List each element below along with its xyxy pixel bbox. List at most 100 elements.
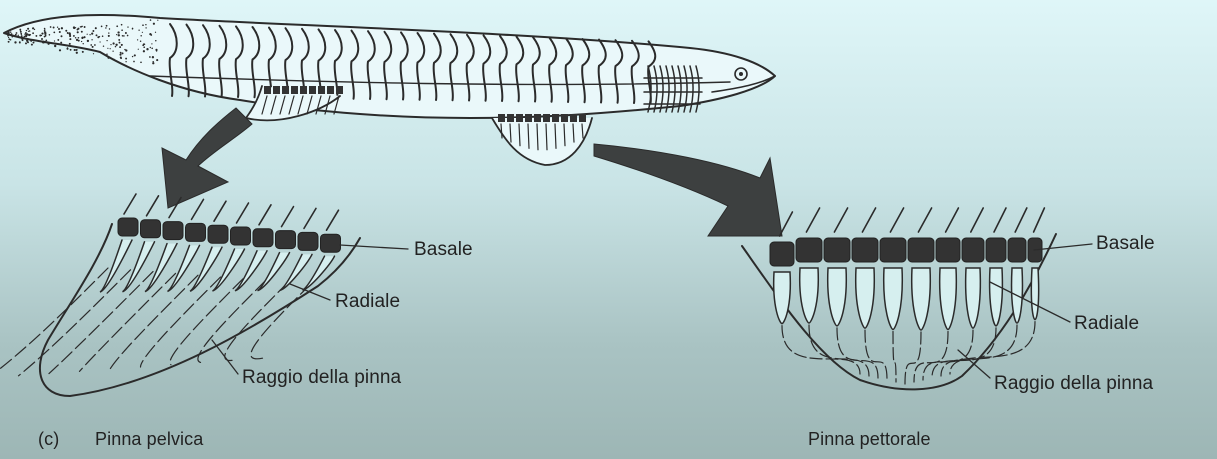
stipple-dot <box>151 43 152 44</box>
pectoral-basal-bone <box>962 238 984 262</box>
stipple-dot <box>146 48 148 50</box>
stipple-dot <box>76 49 77 50</box>
stipple-dot <box>57 27 58 28</box>
stipple-dot <box>76 52 78 54</box>
pelvic-spine-tick <box>214 201 226 221</box>
stipple-dot <box>10 39 12 41</box>
pelvic-basal-bone <box>141 220 161 238</box>
stipple-dot <box>87 40 89 42</box>
pelvic-fin-ray <box>49 272 153 374</box>
pectoral-spine-tick <box>1015 208 1027 232</box>
stipple-dot <box>34 29 35 30</box>
pectoral-basal-bone <box>1008 238 1026 262</box>
stipple-dot <box>58 28 60 30</box>
pectoral-radial <box>940 268 957 330</box>
stipple-dot <box>22 40 24 42</box>
stipple-dot <box>78 40 80 42</box>
pectoral-fin-spine-ticks <box>780 208 1045 236</box>
pelvic-spine-tick <box>304 208 316 228</box>
stipple-dot <box>83 36 85 38</box>
stipple-dot <box>61 27 63 29</box>
stipple-dot <box>142 44 144 46</box>
pectoral-basal-bone <box>936 238 960 262</box>
fish-pelvic-basal <box>318 86 325 94</box>
stipple-dot <box>44 33 46 35</box>
pectoral-fin-ray <box>905 332 921 384</box>
stipple-dot <box>151 48 153 50</box>
stipple-dot <box>27 28 29 30</box>
pectoral-radial <box>1031 268 1038 320</box>
pelvic-basal-bone <box>253 229 273 247</box>
stipple-dot <box>59 31 61 33</box>
fish-pelvic-basal <box>273 86 280 94</box>
pectoral-basal-bone <box>880 238 906 262</box>
fish-pectoral-basal <box>543 114 550 122</box>
stipple-dot <box>121 29 123 31</box>
stipple-dot <box>152 56 154 58</box>
stipple-dot <box>109 28 110 29</box>
stipple-dot <box>44 28 46 30</box>
stipple-dot <box>77 29 79 31</box>
stipple-dot <box>120 52 122 54</box>
pectoral-radial <box>800 268 819 323</box>
pelvic-basal-bone <box>276 231 296 249</box>
pelvic-fin-arrow <box>162 108 252 208</box>
panel-letter: (c) <box>38 430 59 448</box>
stipple-dot <box>152 62 154 64</box>
pectoral-spine-tick <box>918 208 931 232</box>
pectoral-radial <box>774 272 791 324</box>
stipple-dot <box>82 37 84 39</box>
stipple-dot <box>115 44 117 46</box>
stipple-dot <box>7 35 9 37</box>
stipple-dot <box>156 59 158 61</box>
stipple-dot <box>21 34 22 35</box>
stipple-dot <box>122 35 124 37</box>
stipple-dot <box>43 41 45 43</box>
fish-pectoral-basal <box>525 114 532 122</box>
stipple-dot <box>120 56 122 58</box>
stipple-dot <box>27 33 29 35</box>
stipple-dot <box>150 47 151 48</box>
stipple-dot <box>106 25 108 27</box>
pectoral-basal-bone <box>908 238 934 262</box>
stipple-dot <box>138 49 139 50</box>
stipple-dot <box>118 39 120 41</box>
pelvic-spine-tick <box>282 207 294 227</box>
pelvic-fin-ray <box>19 270 131 376</box>
stipple-dot <box>83 43 84 44</box>
stipple-dot <box>21 36 22 37</box>
stipple-dot <box>89 34 90 35</box>
stipple-dot <box>123 35 125 37</box>
stipple-dot <box>143 46 145 48</box>
stipple-dot <box>125 32 127 34</box>
stipple-dot <box>121 24 123 26</box>
stipple-dot <box>137 39 138 40</box>
pectoral-basal-bone <box>824 238 850 262</box>
stipple-dot <box>153 23 155 25</box>
stipple-dot <box>69 43 71 45</box>
basal-label-right: Basale <box>1096 234 1155 253</box>
stipple-dot <box>54 40 55 41</box>
stipple-dot <box>50 26 52 28</box>
stipple-dot <box>125 61 126 62</box>
pectoral-spine-tick <box>1034 208 1045 232</box>
pectoral-spine-tick <box>834 208 847 232</box>
stipple-dot <box>20 29 21 30</box>
stipple-dot <box>116 34 117 35</box>
stipple-dot <box>32 32 34 34</box>
fish-pectoral-basal <box>534 114 541 122</box>
pectoral-basal-bone <box>796 238 822 262</box>
fish-pelvic-basal <box>282 86 289 94</box>
stipple-dot <box>19 42 20 43</box>
stipple-dot <box>33 42 35 44</box>
stipple-dot <box>74 49 76 51</box>
pectoral-fin-detail <box>742 208 1092 389</box>
pelvic-spine-tick <box>147 196 159 216</box>
stipple-dot <box>119 46 121 48</box>
stipple-dot <box>99 41 100 42</box>
pectoral-basal-bone <box>852 238 878 262</box>
pectoral-basal-bone <box>986 238 1006 262</box>
stipple-dot <box>113 42 115 44</box>
stipple-dot <box>149 33 151 35</box>
stipple-dot <box>25 33 27 35</box>
